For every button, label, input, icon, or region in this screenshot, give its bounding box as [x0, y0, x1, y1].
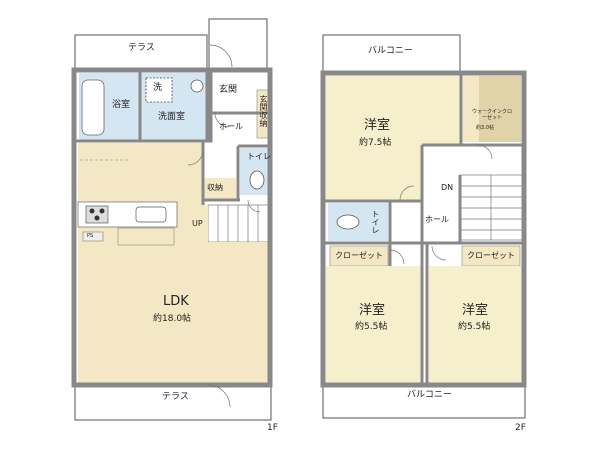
terrace-top-label: テラス: [128, 43, 155, 53]
ps-box: [82, 231, 104, 242]
hall-2f: [422, 200, 460, 242]
porch-1f: [208, 18, 268, 70]
kitchen-sink-icon: [135, 206, 167, 223]
storage-1f: [203, 178, 236, 200]
closet-right-label: クローゼット: [467, 251, 515, 260]
balcony-top-label: バルコニー: [368, 46, 413, 56]
toilet-bowl-icon: [249, 170, 265, 190]
washer-label: 洗: [153, 83, 163, 93]
sink-icon: [190, 79, 204, 93]
walls-2f: [320, 70, 527, 388]
toilet-2f-label: トイレ: [371, 210, 380, 234]
floor1-label: 1F: [267, 423, 278, 433]
room-5.5-left: [326, 266, 422, 383]
ps-label: PS: [87, 233, 94, 239]
kitchen-island: [117, 227, 175, 246]
terrace-bottom-1f: [74, 386, 272, 421]
walkin-size-label: 約3.0帖: [476, 125, 494, 131]
entrance-label: 玄関: [219, 85, 238, 95]
room1-label: 洋室: [364, 118, 391, 133]
ldk-size-label: 約18.0帖: [153, 314, 192, 324]
toilet-bowl-2f-icon: [336, 214, 360, 230]
bathtub-icon: [81, 79, 105, 136]
dn-label: DN: [441, 183, 454, 192]
hall-1f: [210, 113, 256, 148]
room2-size-label: 約5.5帖: [355, 322, 388, 332]
floor2-label: 2F: [515, 423, 526, 433]
ldk-label: LDK: [163, 294, 189, 309]
walkin-label: ウォークインクローゼット: [472, 109, 513, 121]
hall-1f-label: ホール: [219, 122, 243, 131]
closet-left-label: クローゼット: [335, 251, 383, 260]
room-5.5-right: [429, 266, 522, 383]
entrance-storage-label: 玄関収納: [259, 95, 268, 127]
walls-1f: [71, 67, 273, 388]
hall-2f-label: ホール: [425, 215, 449, 224]
storage-1f-label: 収納: [207, 183, 223, 192]
stairs-2f: [459, 174, 524, 241]
washer-icon: [145, 77, 173, 103]
up-label: UP: [192, 219, 203, 228]
balcony-bottom-2f: [322, 384, 526, 419]
washroom-label: 洗面室: [158, 112, 186, 122]
balcony-bottom-label: バルコニー: [407, 390, 452, 400]
room-7.5: [326, 76, 461, 200]
room3-size-label: 約5.5帖: [458, 322, 491, 332]
terrace-bottom-label: テラス: [162, 392, 189, 402]
room1-size-label: 約7.5帖: [359, 138, 392, 148]
entrance: [210, 73, 266, 113]
toilet-1f-label: トイレ: [247, 152, 271, 161]
bath-label: 浴室: [112, 100, 131, 110]
room3-label: 洋室: [462, 303, 489, 318]
balcony-top-2f: [322, 34, 461, 72]
room2-label: 洋室: [359, 303, 386, 318]
stairs-1f: [207, 204, 269, 243]
terrace-top-1f: [74, 34, 208, 69]
